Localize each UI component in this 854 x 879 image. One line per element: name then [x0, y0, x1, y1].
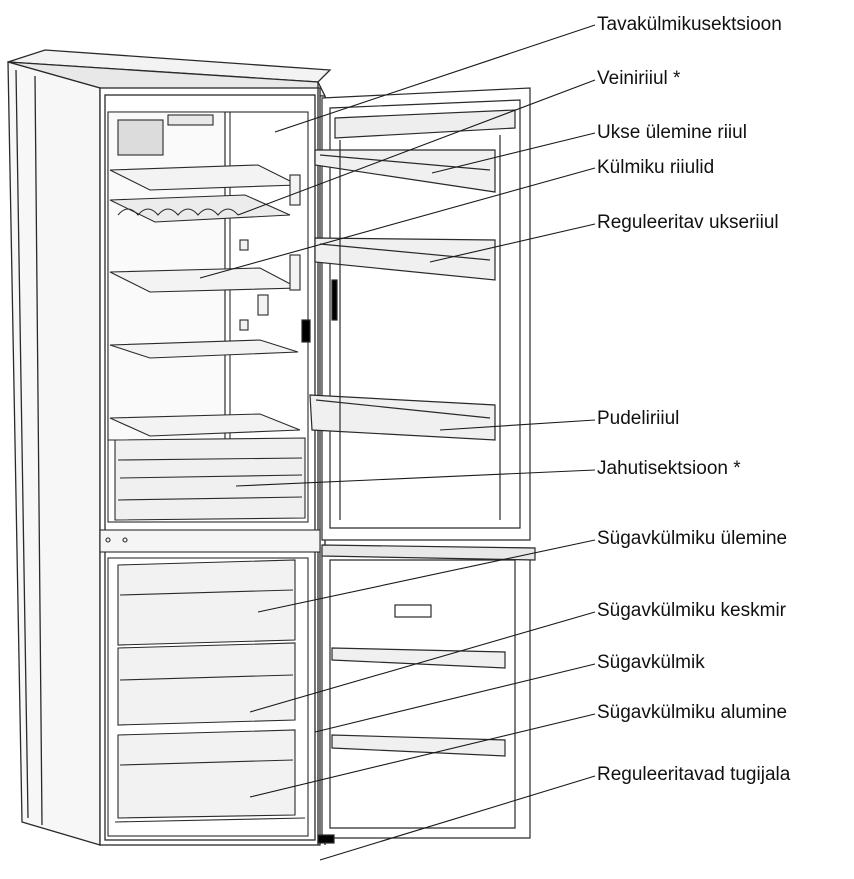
crisper-drawer [114, 437, 306, 521]
wine-rack [109, 194, 291, 223]
label-fridge-shelves: Külmiku riiulid [597, 157, 715, 178]
leader-2 [237, 79, 596, 216]
fridge-door [301, 87, 531, 541]
freezer-drawer-middle [117, 642, 296, 726]
freezer-compartment [107, 557, 309, 837]
door-shelf-adjustable [314, 237, 496, 281]
shelf-bottom [109, 413, 301, 437]
label-freezer-bottom-drawer: Sügavkülmiku alumine [597, 702, 788, 723]
leader-lines [199, 24, 596, 861]
label-freezer-middle-drawer: Sügavkülmiku keskmir [597, 600, 786, 621]
leader-8 [257, 539, 596, 613]
label-fridge-section: Tavakülmikusektsioon [597, 14, 782, 35]
leader-12 [319, 775, 596, 861]
label-freezer-top-drawer: Sügavkülmiku ülemine [597, 528, 788, 549]
leader-6 [439, 419, 596, 431]
door-shelf-top [314, 149, 496, 193]
leader-1 [274, 24, 596, 133]
leader-4 [199, 167, 596, 279]
label-freezer: Sügavkülmik [597, 652, 705, 673]
shelf-lower [109, 339, 299, 359]
label-wine-rack: Veiniriiul * [597, 68, 681, 89]
label-adjustable-door-shelf: Reguleeritav ukseriiul [597, 212, 779, 233]
divider [99, 529, 321, 553]
leader-9 [249, 611, 596, 713]
leader-11 [249, 713, 596, 798]
label-door-top-shelf: Ukse ülemine riiul [597, 122, 747, 143]
leader-10 [314, 663, 596, 733]
freezer-drawer-bottom [117, 729, 296, 819]
label-bottle-shelf: Pudeliriiul [597, 408, 680, 429]
freezer-door [317, 544, 536, 844]
label-adjustable-feet: Reguleeritavad tugijala [597, 764, 791, 785]
leader-7 [235, 469, 596, 487]
door-bottle-shelf [309, 394, 496, 441]
leader-5 [429, 223, 596, 263]
leader-3 [431, 132, 596, 174]
label-chiller-section: Jahutisektsioon * [597, 458, 741, 479]
control-panel [394, 604, 432, 618]
fridge-shelves [109, 164, 306, 521]
freezer-drawer-top [117, 559, 296, 646]
